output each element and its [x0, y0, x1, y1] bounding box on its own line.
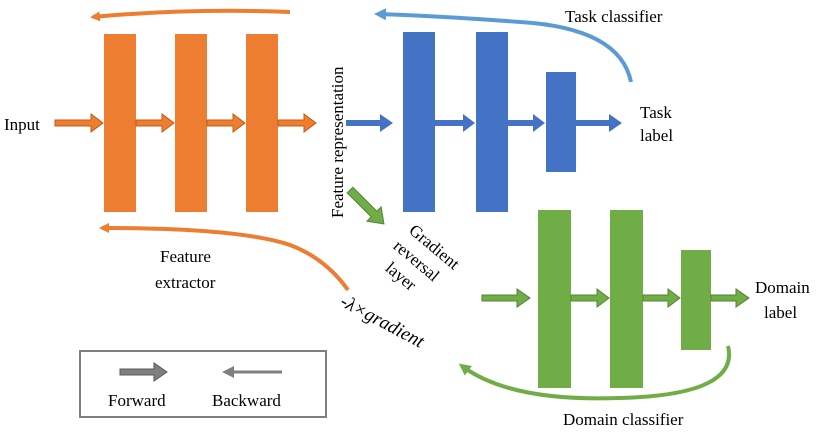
grl-label: Gradient reversal layer [382, 221, 464, 295]
input-arrow [54, 113, 104, 133]
task-backward-arrow [374, 8, 633, 83]
reversed-gradient-arrow [99, 223, 350, 292]
task-layer-2 [476, 32, 508, 212]
feature-arrow-3 [277, 113, 317, 133]
task-classifier [346, 32, 622, 212]
legend: Forward Backward [79, 350, 327, 418]
domain-classifier [481, 210, 750, 388]
task-arrow-2 [508, 114, 545, 132]
domain-backward-arrow [458, 345, 732, 401]
feature-backward-arrow [90, 8, 291, 22]
task-arrow-out [576, 114, 622, 132]
task-label: Task [640, 103, 672, 122]
domain-arrow-2 [642, 288, 681, 308]
domain-layer-3 [681, 250, 711, 350]
domain-label-2: label [764, 303, 797, 322]
feature-extractor-label: Feature [160, 247, 211, 266]
feature-arrow-2 [206, 113, 246, 133]
feature-layer-2 [175, 34, 207, 212]
task-layer-3 [546, 72, 576, 172]
domain-arrow-out [710, 288, 750, 308]
input-label: Input [4, 115, 40, 134]
domain-layer-1 [538, 210, 571, 388]
domain-classifier-label: Domain classifier [563, 410, 684, 429]
feature-extractor [54, 34, 317, 212]
neg-lambda-gradient-label: -λ×gradient [337, 291, 429, 353]
task-arrow-in [346, 114, 393, 132]
task-layer-1 [403, 32, 435, 212]
grl-arrow [346, 186, 385, 225]
legend-forward-arrow [119, 362, 168, 382]
legend-backward-label: Backward [212, 391, 281, 410]
feature-layer-1 [104, 34, 136, 212]
feature-representation-label: Feature representation [328, 66, 347, 218]
domain-layer-2 [610, 210, 643, 388]
domain-arrow-in [481, 288, 531, 308]
legend-forward-label: Forward [108, 391, 166, 410]
task-arrow-1 [435, 114, 475, 132]
domain-label: Domain [755, 278, 810, 297]
task-label-2: label [640, 126, 673, 145]
feature-arrow-1 [135, 113, 175, 133]
feature-layer-3 [246, 34, 278, 212]
feature-extractor-label-2: extractor [155, 273, 216, 292]
task-classifier-label: Task classifier [565, 7, 663, 26]
domain-arrow-1 [570, 288, 610, 308]
legend-box [79, 350, 327, 418]
